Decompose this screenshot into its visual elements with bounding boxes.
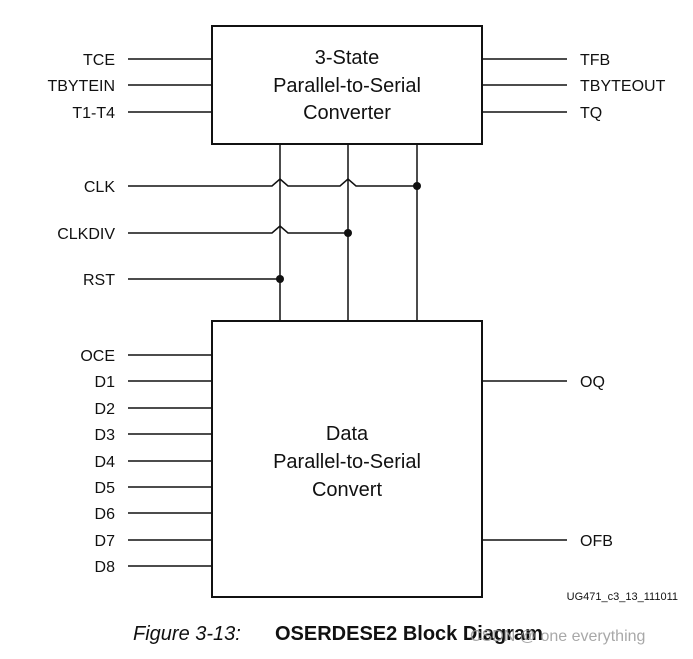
clk-label: CLK: [84, 179, 115, 196]
oq-label: OQ: [580, 374, 605, 391]
d6-label: D6: [95, 506, 116, 523]
tfb-label: TFB: [580, 52, 610, 69]
clkdiv-wire: [128, 225, 348, 234]
d2-label: D2: [95, 401, 116, 418]
ofb-label: OFB: [580, 533, 613, 550]
d5-label: D5: [95, 480, 116, 497]
clk-wire: [128, 178, 417, 187]
tce-label: TCE: [83, 52, 115, 69]
d3-label: D3: [95, 427, 116, 444]
clk-junction-dot: [413, 182, 421, 190]
clkdiv-junction-dot: [344, 229, 352, 237]
caption-title: OSERDESE2 Block Diagram: [275, 623, 543, 645]
tbytein-label: TBYTEIN: [47, 78, 115, 95]
oce-label: OCE: [80, 348, 115, 365]
t1-t4-label: T1-T4: [72, 105, 115, 122]
watermark: CSDN @ one everything: [470, 628, 646, 645]
rst-label: RST: [83, 272, 115, 289]
d4-label: D4: [95, 454, 116, 471]
rst-junction-dot: [276, 275, 284, 283]
bottom-block-line-1: Data: [326, 423, 369, 445]
top-block-line-2: Parallel-to-Serial: [273, 75, 421, 97]
bottom-block-line-2: Parallel-to-Serial: [273, 451, 421, 473]
figure-caption: Figure 3-13: OSERDESE2 Block Diagram CSD…: [0, 620, 693, 656]
top-block-line-1: 3-State: [315, 47, 379, 69]
figure-id: UG471_c3_13_111011: [567, 591, 678, 603]
data-converter-block: [211, 320, 483, 598]
d7-label: D7: [95, 533, 116, 550]
block-diagram: 3-State Parallel-to-Serial Converter Dat…: [47, 25, 678, 603]
clkdiv-label: CLKDIV: [57, 226, 115, 243]
tbyteout-label: TBYTEOUT: [580, 78, 666, 95]
top-block-line-3: Converter: [303, 102, 391, 124]
d8-label: D8: [95, 559, 116, 576]
caption-number: Figure 3-13:: [133, 623, 241, 645]
tq-label: TQ: [580, 105, 602, 122]
bottom-block-line-3: Convert: [312, 479, 382, 501]
d1-label: D1: [95, 374, 116, 391]
